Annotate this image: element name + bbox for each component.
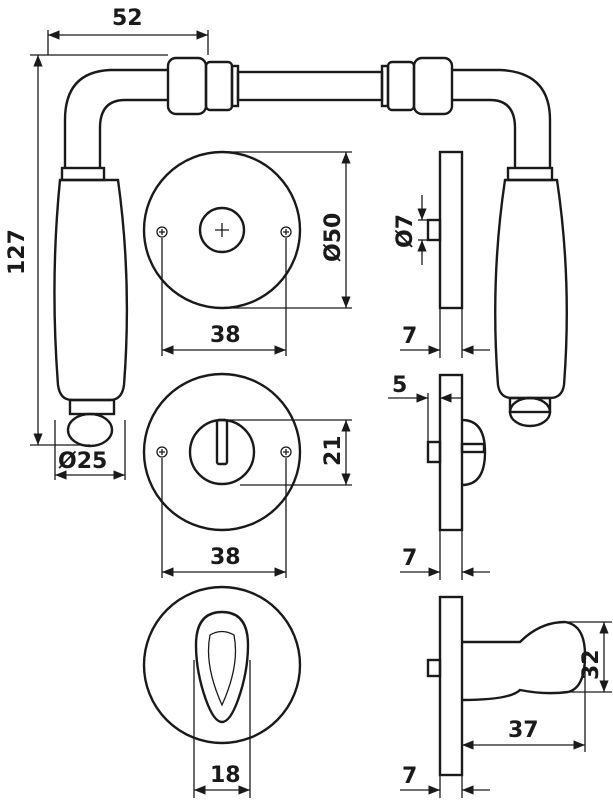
- wc-rosette: 21 38 5 7: [142, 372, 490, 580]
- dim-wc-screw-spacing: 38: [210, 545, 241, 570]
- dim-knob-length: 37: [508, 718, 539, 743]
- dim-thumb-thickness: 7: [402, 764, 417, 789]
- lever-handle-front: [53, 56, 568, 448]
- dim-rosette-thickness: 7: [402, 324, 417, 349]
- dim-pin-diameter: Ø7: [393, 214, 418, 248]
- dim-lever-height: 127: [5, 229, 30, 275]
- lever-dimensions: 52 127 Ø25: [5, 6, 209, 480]
- dim-rosette-diameter: Ø50: [321, 213, 346, 262]
- key-rosette: Ø50 38 Ø7 7: [142, 150, 490, 358]
- dim-thumb-width: 18: [210, 763, 241, 788]
- dim-lever-width: 52: [112, 6, 143, 31]
- dim-grip-diameter: Ø25: [58, 449, 107, 474]
- dim-rosette-screw-spacing: 38: [210, 323, 241, 348]
- dim-slot-height: 21: [321, 435, 346, 466]
- dim-knob-height: 32: [579, 649, 604, 680]
- dim-wc-thickness: 7: [402, 546, 417, 571]
- dim-wc-offset: 5: [392, 373, 407, 398]
- thumb-turn: 18 32 37 7: [142, 585, 612, 798]
